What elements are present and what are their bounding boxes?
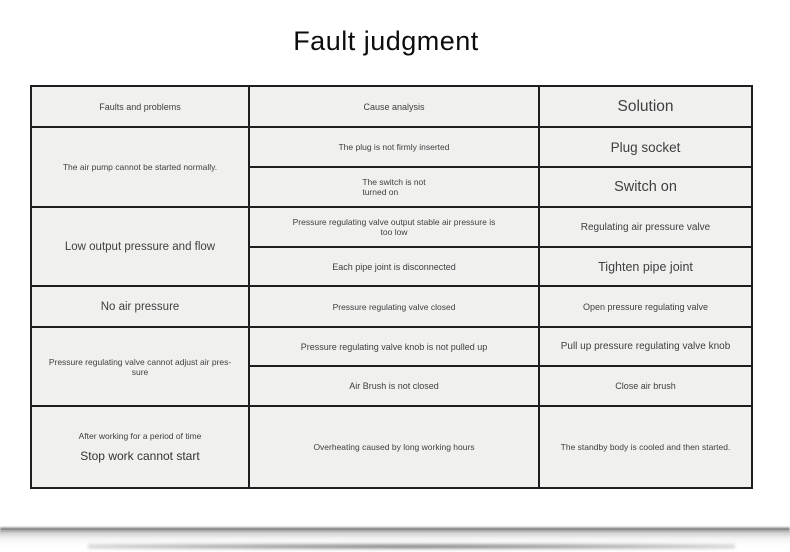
table-row: Air Brush is not closed Close air brush bbox=[31, 365, 753, 407]
cause-text: The switch is not turned on bbox=[362, 177, 426, 197]
table-row: Each pipe joint is disconnected Tighten … bbox=[31, 246, 753, 287]
table-header-row: Faults and problems Cause analysis Solut… bbox=[30, 85, 753, 128]
solution-cell: Pull up pressure regulating valve knob bbox=[538, 326, 753, 367]
cause-cell: The plug is not firmly inserted bbox=[248, 126, 540, 168]
table-row: Pressure regulating valve cannot adjust … bbox=[30, 326, 753, 407]
solution-cell: The standby body is cooled and then star… bbox=[538, 405, 753, 489]
table-row: The switch is not turned on Switch on bbox=[31, 166, 753, 208]
fault-cell: The air pump cannot be started normally. bbox=[30, 126, 250, 208]
fault-line-2: Stop work cannot start bbox=[80, 449, 200, 463]
cause-cell: Air Brush is not closed bbox=[248, 365, 540, 407]
table-row: No air pressure Pressure regulating valv… bbox=[30, 285, 753, 328]
table-row: The air pump cannot be started normally.… bbox=[30, 126, 753, 208]
fault-cell: Low output pressure and flow bbox=[30, 206, 250, 287]
cause-cell: Pressure regulating valve knob is not pu… bbox=[248, 326, 540, 367]
cause-cell: Overheating caused by long working hours bbox=[248, 405, 540, 489]
header-faults: Faults and problems bbox=[30, 85, 250, 128]
fault-line-1: After working for a period of time bbox=[78, 431, 202, 441]
underlying-page-shadow bbox=[88, 544, 735, 549]
solution-cell: Close air brush bbox=[538, 365, 753, 407]
cause-cell: Pressure regulating valve output stable … bbox=[248, 206, 540, 248]
solution-cell: Switch on bbox=[538, 166, 753, 208]
solution-cell: Open pressure regulating valve bbox=[538, 285, 753, 328]
fault-cell: Pressure regulating valve cannot adjust … bbox=[30, 326, 250, 407]
fault-judgment-table: Faults and problems Cause analysis Solut… bbox=[30, 85, 753, 489]
cause-text: Pressure regulating valve output stable … bbox=[292, 217, 496, 237]
table-row: After working for a period of time Stop … bbox=[30, 405, 753, 489]
solution-cell: Regulating air pressure valve bbox=[538, 206, 753, 248]
table-row: Low output pressure and flow Pressure re… bbox=[30, 206, 753, 287]
solution-cell: Tighten pipe joint bbox=[538, 246, 753, 287]
fault-cell: No air pressure bbox=[30, 285, 250, 328]
cause-cell: The switch is not turned on bbox=[248, 166, 540, 208]
solution-cell: Plug socket bbox=[538, 126, 753, 168]
cause-cell: Pressure regulating valve closed bbox=[248, 285, 540, 328]
header-cause: Cause analysis bbox=[248, 85, 540, 128]
page-title: Fault judgment bbox=[293, 26, 479, 56]
fault-cell: After working for a period of time Stop … bbox=[30, 405, 250, 489]
page-edge-shadow bbox=[0, 527, 790, 531]
header-solution: Solution bbox=[538, 85, 753, 128]
page-edge-shadow-band bbox=[0, 531, 790, 546]
cause-cell: Each pipe joint is disconnected bbox=[248, 246, 540, 287]
fault-text: Pressure regulating valve cannot adjust … bbox=[48, 356, 232, 377]
